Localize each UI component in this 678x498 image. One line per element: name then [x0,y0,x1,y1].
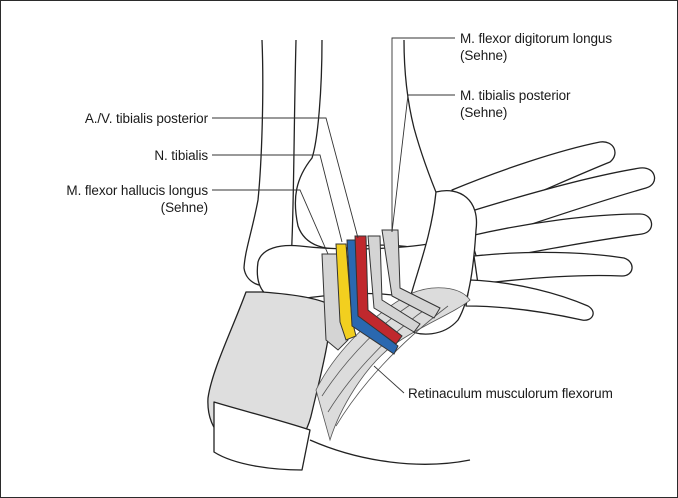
label-flexor-hallucis-longus: M. flexor hallucis longus (Sehne) [10,182,208,216]
sole [310,440,470,464]
label-tp-line2: (Sehne) [460,104,570,121]
tibia [295,40,443,250]
toe-5 [466,280,593,320]
label-fhl-line1: M. flexor hallucis longus [10,182,208,199]
label-tibialis-posterior: M. tibialis posterior (Sehne) [460,87,570,121]
label-tp-line1: M. tibialis posterior [460,87,570,104]
label-retinaculum: Retinaculum musculorum flexorum [408,385,613,402]
toe-4 [474,252,632,284]
label-fdl-line2: (Sehne) [460,47,612,64]
label-fhl-line2: (Sehne) [10,199,208,216]
label-flexor-digitorum-longus: M. flexor digitorum longus (Sehne) [460,30,612,64]
label-fdl-line1: M. flexor digitorum longus [460,30,612,47]
label-av-tibialis-posterior: A./V. tibialis posterior [30,110,208,127]
label-n-tibialis: N. tibialis [30,147,208,164]
leader-ret [374,366,404,393]
